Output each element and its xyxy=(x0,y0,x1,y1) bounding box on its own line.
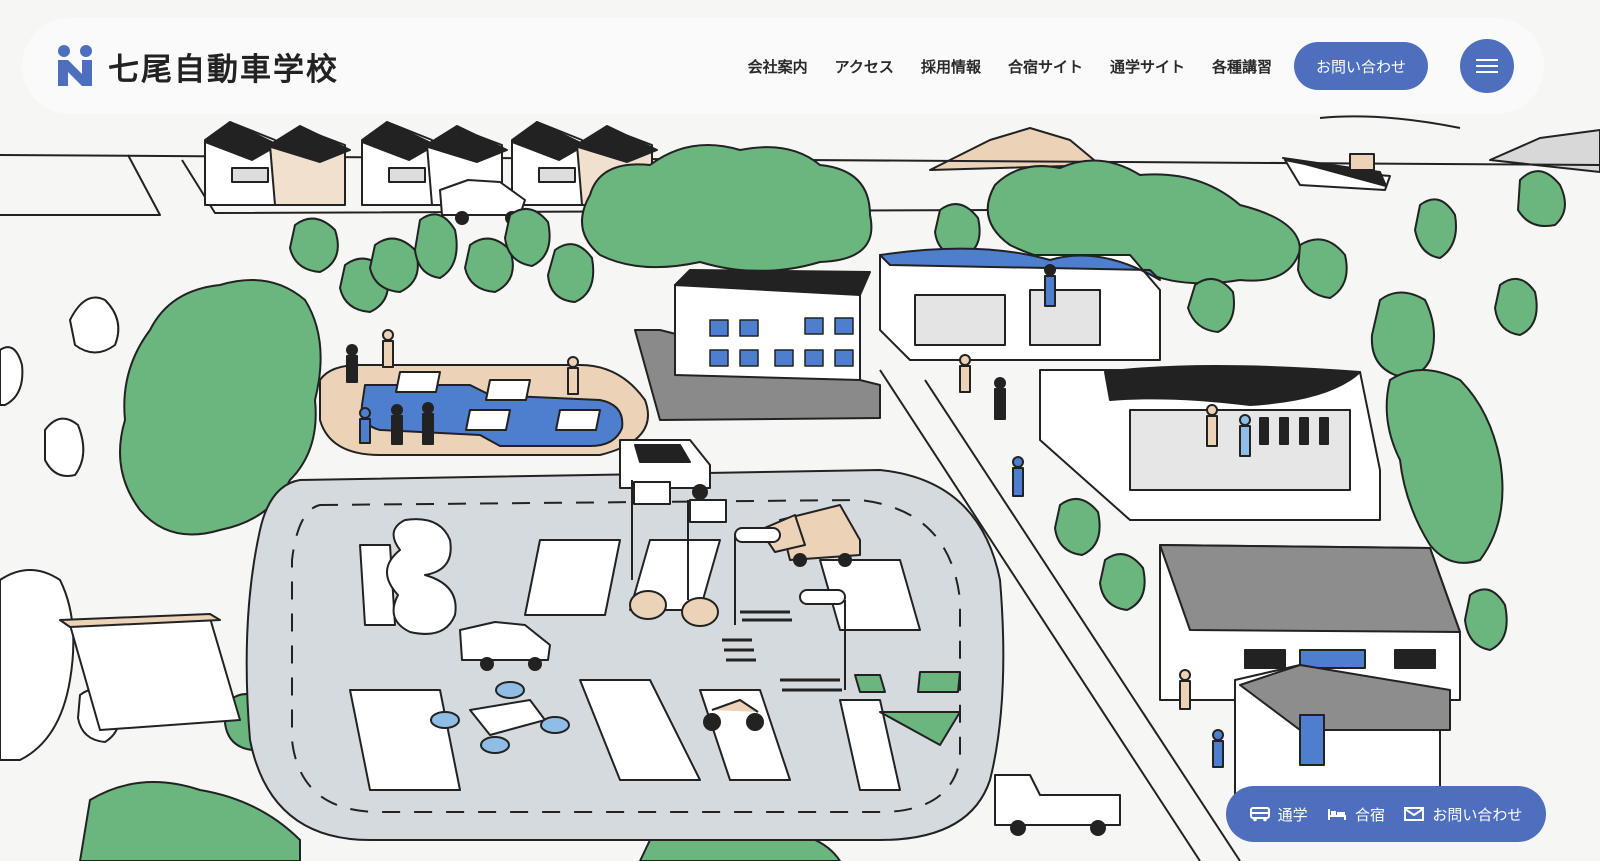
driving-course xyxy=(245,469,1005,841)
farm-field xyxy=(59,613,241,731)
course-car xyxy=(459,621,551,671)
pickup-truck xyxy=(994,774,1121,836)
traffic-light-2 xyxy=(799,589,846,690)
motorcycle xyxy=(703,699,764,731)
school-building xyxy=(634,269,881,421)
acorns xyxy=(629,590,719,627)
float-contact-label: お問い合わせ xyxy=(1432,805,1523,824)
nav-access[interactable]: アクセス xyxy=(834,57,894,76)
bed-icon xyxy=(1327,809,1346,820)
float-commute-link[interactable]: 通学 xyxy=(1249,804,1308,825)
cafe-building xyxy=(879,247,1161,361)
flags xyxy=(631,480,727,600)
mail-icon xyxy=(1404,807,1425,821)
traffic-light-1 xyxy=(734,527,781,625)
logo-mark-icon xyxy=(58,45,92,86)
crosswalk xyxy=(722,610,842,692)
site-logo[interactable]: 七尾自動車学校 xyxy=(56,44,339,89)
site-header: 七尾自動車学校 会社案内 アクセス 採用情報 合宿サイト 通学サイト 各種講習 … xyxy=(22,18,1544,114)
float-commute-label: 通学 xyxy=(1277,805,1308,824)
nav-camp-site[interactable]: 合宿サイト xyxy=(1007,57,1083,76)
nav-courses[interactable]: 各種講習 xyxy=(1211,57,1272,76)
nav-commute-site[interactable]: 通学サイト xyxy=(1109,57,1185,76)
people xyxy=(346,264,1251,768)
house-bottom-right xyxy=(1234,664,1451,801)
excavator xyxy=(759,504,861,567)
float-contact-link[interactable]: お問い合わせ xyxy=(1404,804,1522,825)
float-camp-link[interactable]: 合宿 xyxy=(1327,804,1385,825)
floating-action-bar: 通学 合宿 お問い合わせ xyxy=(1226,786,1546,842)
bus-icon xyxy=(1249,807,1270,822)
boat xyxy=(1282,153,1391,191)
hamburger-icon xyxy=(1476,59,1498,73)
drone xyxy=(430,681,570,754)
nav-recruit[interactable]: 採用情報 xyxy=(920,57,981,76)
menu-button[interactable] xyxy=(1460,39,1514,93)
logo-text: 七尾自動車学校 xyxy=(108,51,339,88)
gray-building xyxy=(1159,544,1461,701)
main-nav: 会社案内 アクセス 採用情報 合宿サイト 通学サイト 各種講習 お問い合わせ xyxy=(721,39,1514,93)
contact-button[interactable]: お問い合わせ xyxy=(1294,42,1428,90)
white-trees xyxy=(0,296,121,761)
nav-company[interactable]: 会社案内 xyxy=(747,57,808,76)
float-camp-label: 合宿 xyxy=(1354,805,1385,824)
